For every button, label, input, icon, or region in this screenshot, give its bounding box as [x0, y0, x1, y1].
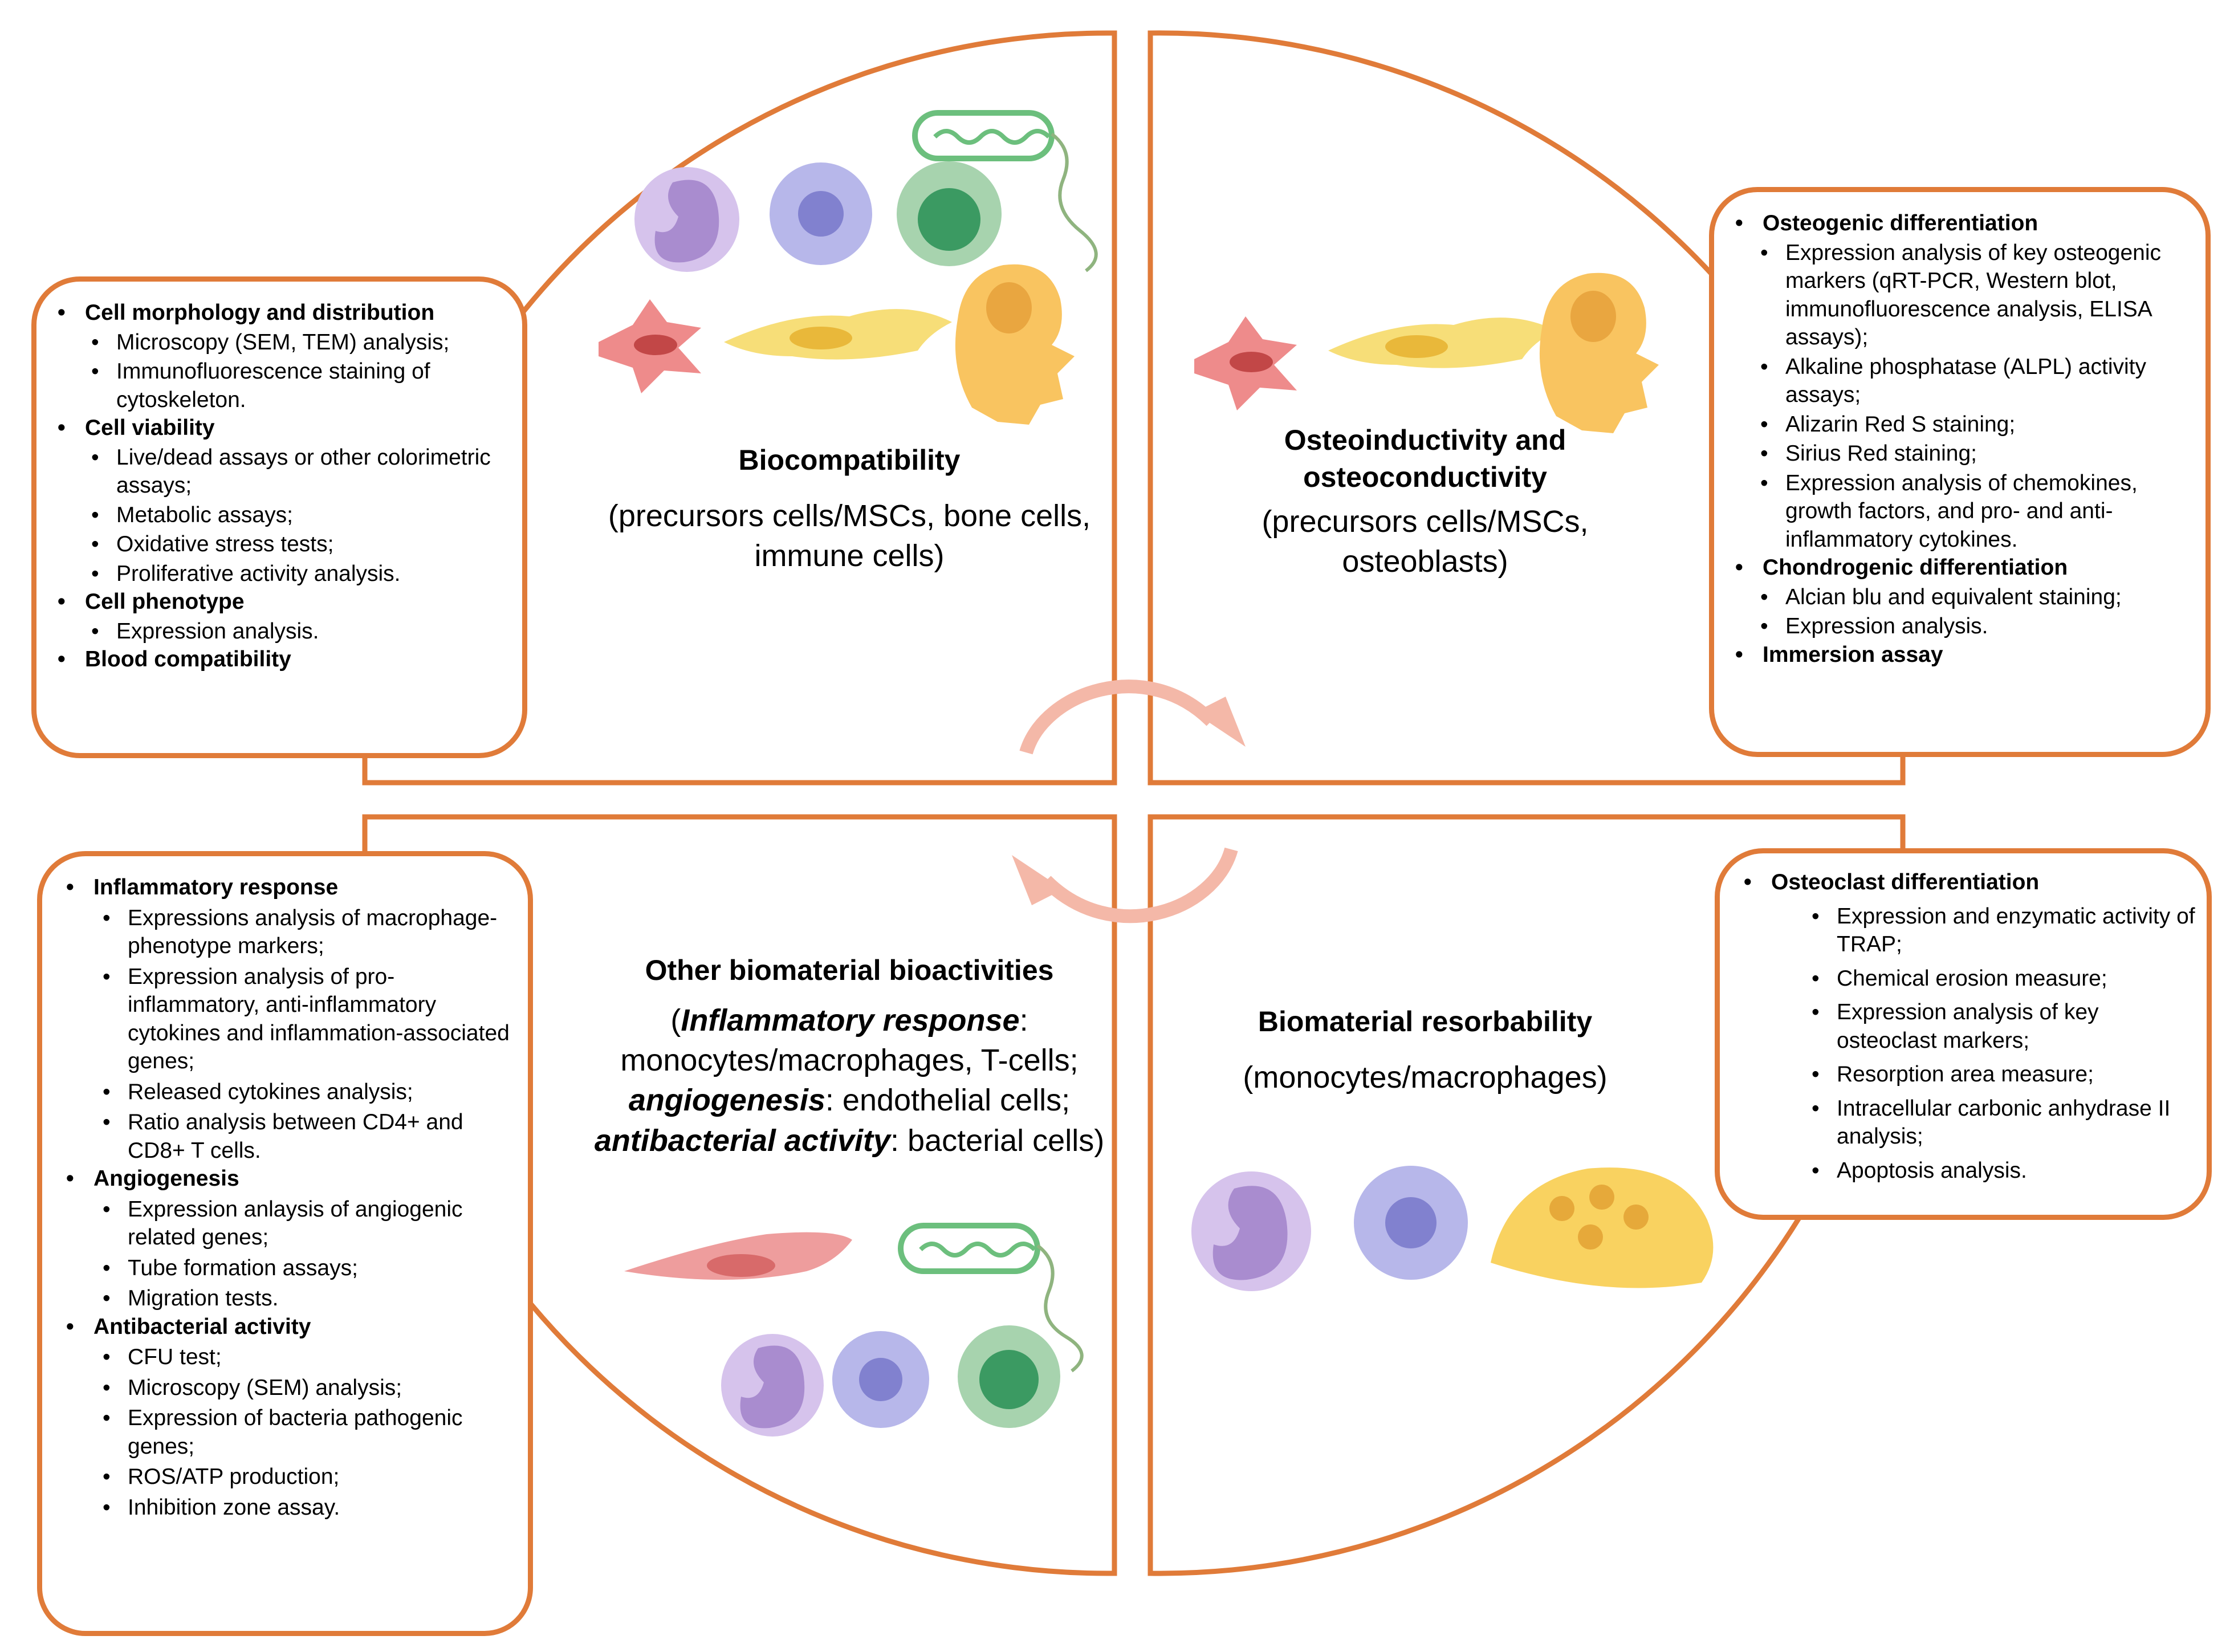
- other-methods-box: Inflammatory responseExpressions analysi…: [37, 851, 533, 1636]
- monocyte-icon: [721, 1334, 824, 1437]
- biocompatibility-label: Biocompatibility (precursors cells/MSCs,…: [593, 442, 1106, 576]
- cycle-arrows-icon: [1012, 679, 1246, 923]
- method-category: Osteoclast differentiation: [1744, 868, 2195, 897]
- biocompatibility-methods-list: Cell morphology and distributionMicrosco…: [58, 299, 511, 674]
- method-item: Expression analysis of chemokines, growt…: [1760, 469, 2194, 554]
- msc-icon: [599, 299, 701, 393]
- other-antibacterial: antibacterial activity: [594, 1123, 891, 1158]
- method-item: Tube formation assays;: [103, 1254, 516, 1283]
- other-line3: antibacterial activity: bacterial cells): [594, 1123, 1105, 1158]
- lymphocyte-icon: [1354, 1166, 1468, 1280]
- method-category: Angiogenesis: [66, 1165, 516, 1193]
- method-item: Alkaline phosphatase (ALPL) activity ass…: [1760, 353, 2194, 409]
- osteo-label: Osteoinductivity and osteoconductivity (…: [1226, 422, 1625, 581]
- method-category: Blood compatibility: [58, 645, 511, 674]
- method-item: Released cytokines analysis;: [103, 1078, 516, 1106]
- method-category: Antibacterial activity: [66, 1313, 516, 1341]
- monocyte-icon: [1191, 1171, 1311, 1291]
- method-item: Expression analysis.: [91, 617, 511, 646]
- method-item: Immunofluorescence staining of cytoskele…: [91, 357, 511, 414]
- osteo-subtitle: (precursors cells/MSCs, osteoblasts): [1262, 504, 1589, 579]
- method-item: Expression analysis of key osteoclast ma…: [1812, 998, 2195, 1055]
- method-item: Sirius Red staining;: [1760, 440, 2194, 468]
- resorbability-title: Biomaterial resorbability: [1258, 1006, 1593, 1037]
- bacterium-icon: [912, 110, 1098, 272]
- method-item: Ratio analysis between CD4+ and CD8+ T c…: [103, 1108, 516, 1165]
- bacterium-icon: [898, 1223, 1084, 1373]
- method-item: Proliferative activity analysis.: [91, 560, 511, 588]
- method-item: Migration tests.: [103, 1284, 516, 1313]
- biocompatibility-title: Biocompatibility: [738, 444, 961, 476]
- endothelial-cell-icon: [624, 1232, 852, 1280]
- other-line1: (Inflammatory response: monocytes/macrop…: [620, 1003, 1079, 1078]
- neutrophil-icon: [897, 161, 1002, 266]
- method-item: Expression and enzymatic activity of TRA…: [1812, 902, 2195, 959]
- other-angiogenesis: angiogenesis: [628, 1083, 825, 1118]
- other-methods-list: Inflammatory responseExpressions analysi…: [66, 873, 516, 1522]
- method-category: Inflammatory response: [66, 873, 516, 902]
- osteoblast-icon: [1539, 272, 1659, 433]
- other-inflammatory: Inflammatory response: [681, 1003, 1020, 1037]
- lymphocyte-icon: [832, 1331, 929, 1428]
- method-category: Cell viability: [58, 414, 511, 442]
- monocyte-icon: [634, 167, 739, 272]
- method-item: Expressions analysis of macrophage-pheno…: [103, 904, 516, 961]
- msc-icon: [1194, 316, 1297, 410]
- method-item: Expression analysis.: [1760, 612, 2194, 641]
- resorbability-subtitle: (monocytes/macrophages): [1243, 1060, 1608, 1094]
- method-item: Expression anlaysis of angiogenic relate…: [103, 1195, 516, 1252]
- method-item: Alcian blu and equivalent staining;: [1760, 583, 2194, 612]
- other-label: Other biomaterial bioactivities (Inflamm…: [593, 952, 1106, 1161]
- method-item: Live/dead assays or other colorimetric a…: [91, 443, 511, 500]
- lymphocyte-icon: [770, 162, 872, 265]
- neutrophil-icon: [958, 1325, 1060, 1428]
- osteo-title: Osteoinductivity and osteoconductivity: [1284, 424, 1566, 493]
- other-title: Other biomaterial bioactivities: [645, 954, 1054, 986]
- resorbability-methods-list: Osteoclast differentiationExpression and…: [1744, 868, 2195, 1185]
- osteo-methods-box: Osteogenic differentiationExpression ana…: [1709, 187, 2211, 757]
- osteoclast-icon: [1491, 1167, 1714, 1288]
- method-item: Oxidative stress tests;: [91, 530, 511, 559]
- biocompatibility-methods-box: Cell morphology and distributionMicrosco…: [31, 276, 527, 758]
- osteoblast-icon: [955, 264, 1075, 425]
- biocompatibility-subtitle: (precursors cells/MSCs, bone cells, immu…: [608, 499, 1091, 573]
- method-category: Cell phenotype: [58, 588, 511, 616]
- resorbability-label: Biomaterial resorbability (monocytes/mac…: [1197, 1003, 1653, 1097]
- method-item: CFU test;: [103, 1343, 516, 1372]
- fibroblast-icon: [724, 309, 952, 360]
- method-item: Resorption area measure;: [1812, 1060, 2195, 1089]
- osteo-methods-list: Osteogenic differentiationExpression ana…: [1735, 209, 2194, 669]
- method-item: Expression of bacteria pathogenic genes;: [103, 1404, 516, 1460]
- other-line2: angiogenesis: endothelial cells;: [628, 1083, 1071, 1118]
- method-category: Chondrogenic differentiation: [1735, 554, 2194, 582]
- method-item: Expression analysis of key osteogenic ma…: [1760, 239, 2194, 352]
- method-item: Inhibition zone assay.: [103, 1494, 516, 1522]
- method-item: Microscopy (SEM, TEM) analysis;: [91, 328, 511, 357]
- method-item: Chemical erosion measure;: [1812, 965, 2195, 993]
- resorbability-methods-box: Osteoclast differentiationExpression and…: [1715, 848, 2212, 1220]
- method-item: ROS/ATP production;: [103, 1463, 516, 1491]
- method-item: Metabolic assays;: [91, 501, 511, 530]
- method-category: Cell morphology and distribution: [58, 299, 511, 327]
- method-category: Immersion assay: [1735, 641, 2194, 669]
- method-item: Intracellular carbonic anhydrase II anal…: [1812, 1094, 2195, 1151]
- method-category: Osteogenic differentiation: [1735, 209, 2194, 238]
- method-item: Microscopy (SEM) analysis;: [103, 1374, 516, 1402]
- method-item: Apoptosis analysis.: [1812, 1157, 2195, 1185]
- method-item: Alizarin Red S staining;: [1760, 410, 2194, 439]
- fibroblast-icon: [1328, 318, 1556, 368]
- method-item: Expression analysis of pro-inflammatory,…: [103, 963, 516, 1076]
